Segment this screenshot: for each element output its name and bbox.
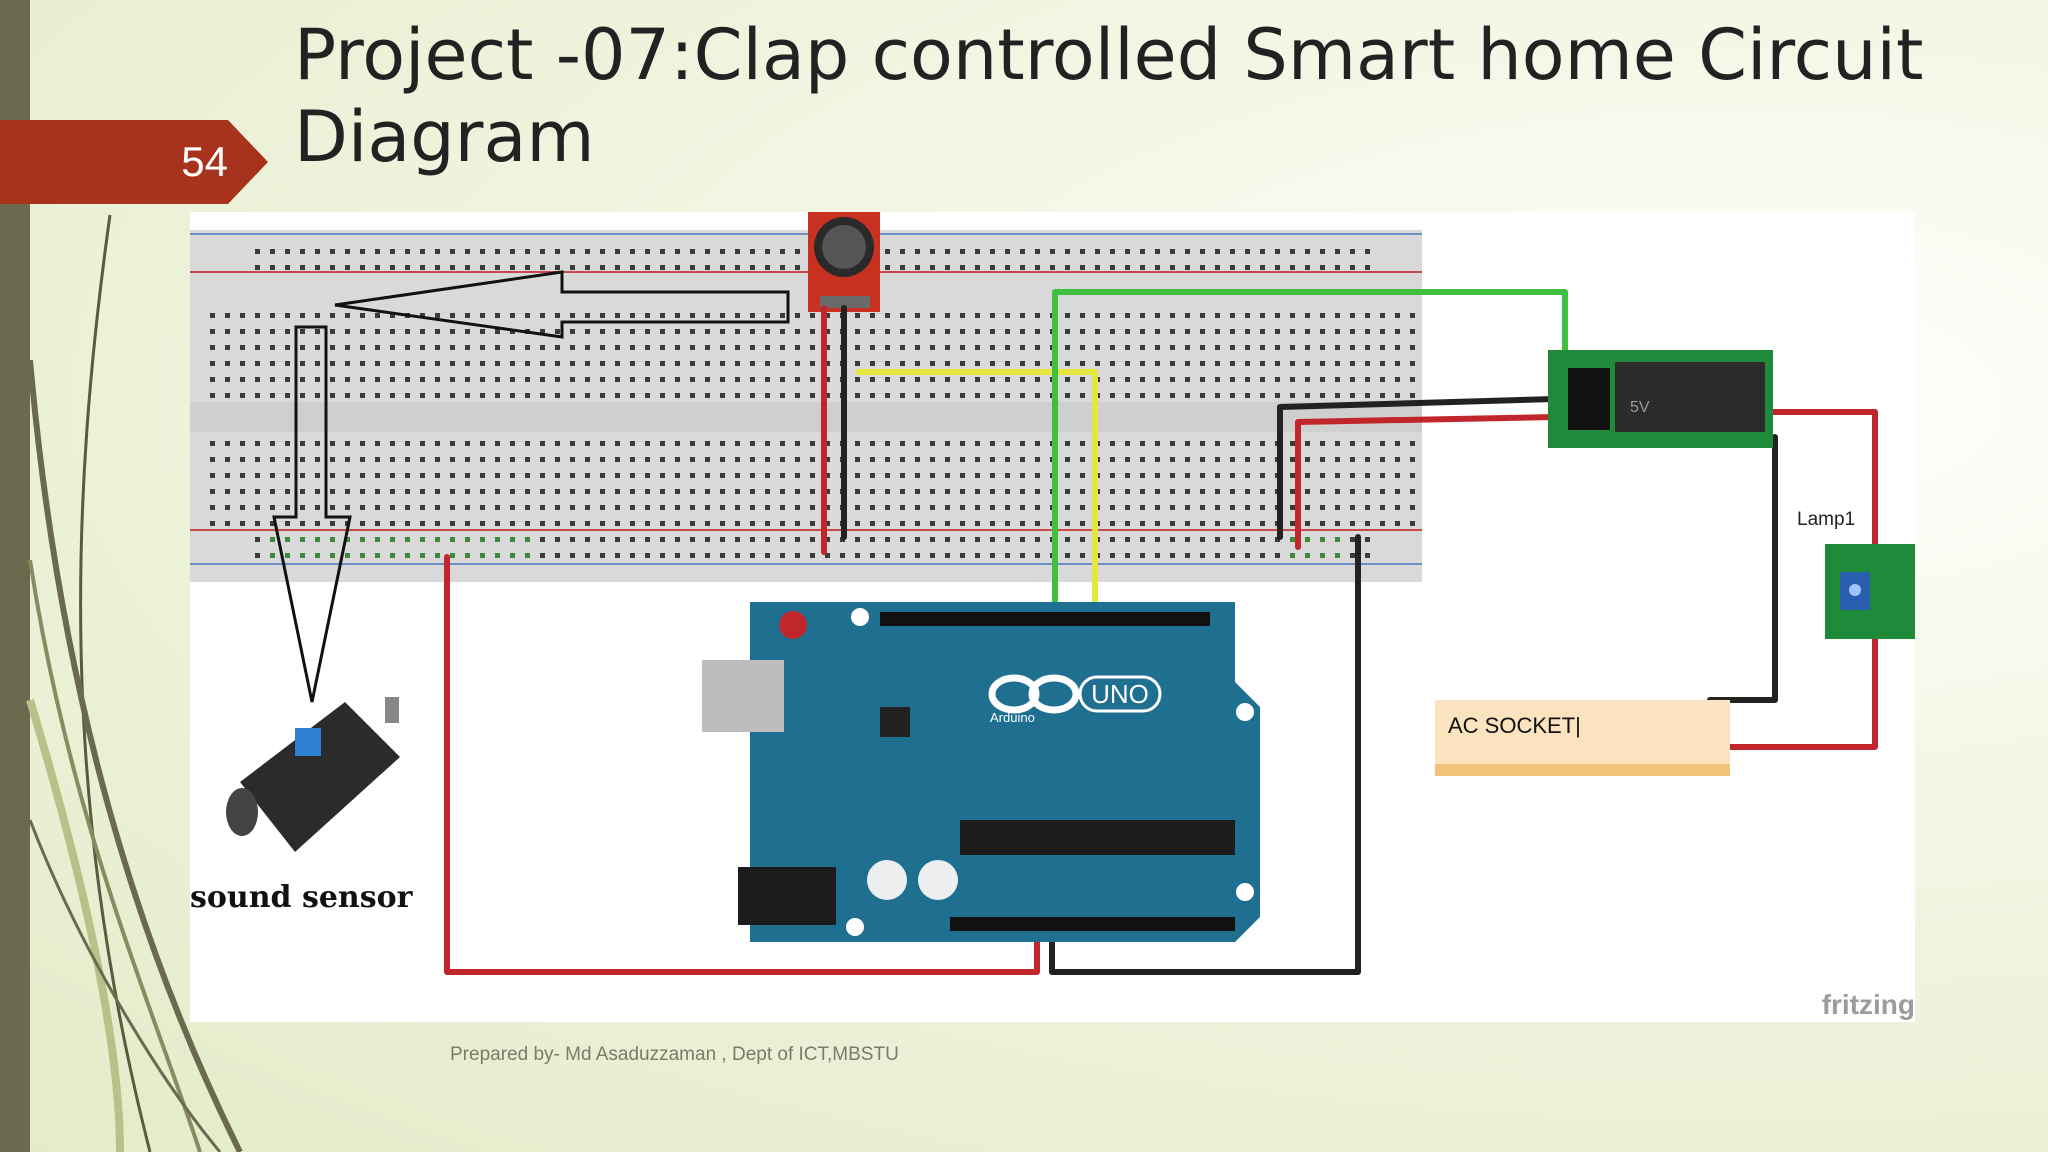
slide-title: Project -07:Clap controlled Smart home C… [294, 14, 1924, 178]
relay-module: 5V [1548, 350, 1773, 448]
page-number-badge [0, 120, 268, 204]
lamp-label: Lamp1 [1797, 509, 1855, 530]
ac-socket-label: AC SOCKET| [1448, 713, 1581, 738]
arduino-model-label: UNO [1091, 679, 1149, 709]
page-number: 54 [181, 138, 228, 185]
sound-sensor-module: sound sensor [190, 697, 414, 915]
lamp: Lamp1 [1797, 509, 1915, 639]
wires [444, 289, 1878, 975]
sound-sensor-label: sound sensor [190, 880, 414, 915]
microphone-module [808, 212, 880, 312]
arduino-brand-label: Arduino [990, 710, 1035, 725]
circuit-diagram: 5V Lamp1 AC SOCKET| UNO Arduino [190, 212, 1915, 1022]
fritzing-watermark: fritzing [1822, 989, 1915, 1020]
breadboard [190, 230, 1422, 582]
ac-socket: AC SOCKET| [1435, 700, 1730, 776]
annotation-arrows [272, 270, 790, 703]
footer-text: Prepared by- Md Asaduzzaman , Dept of IC… [450, 1044, 899, 1065]
relay-voltage-label: 5V [1630, 399, 1650, 416]
arduino-uno-board: UNO Arduino [702, 602, 1260, 942]
